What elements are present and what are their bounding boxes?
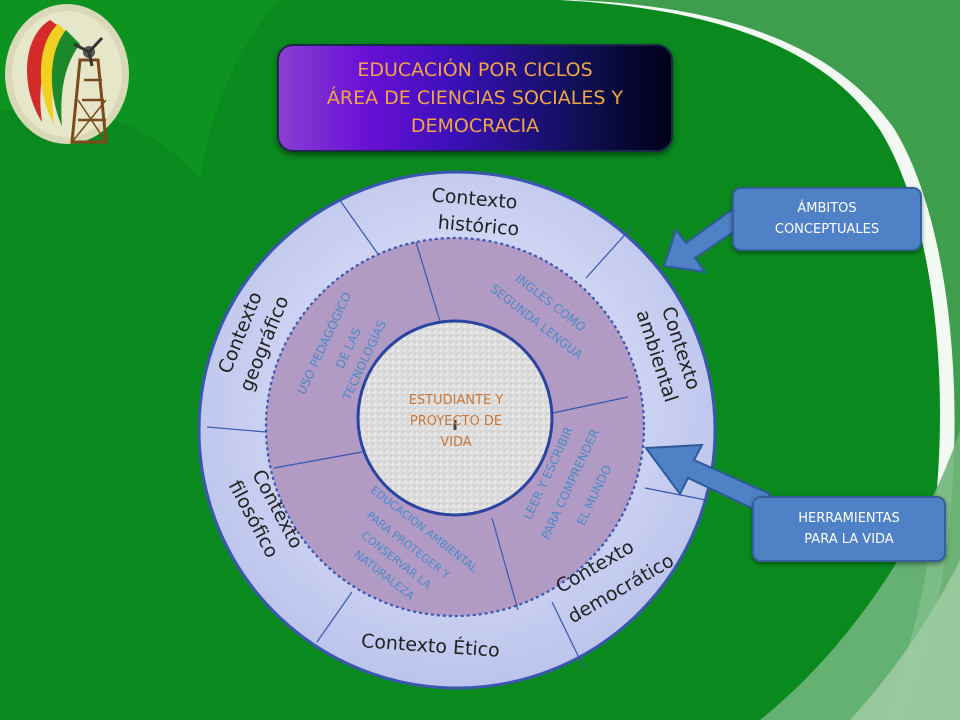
ambitos-line-1: ÁMBITOS bbox=[797, 201, 857, 216]
inner-divider bbox=[273, 451, 363, 469]
center-label: ESTUDIANTE Y PROYECTO DE VIDA bbox=[382, 390, 530, 453]
inner-divider bbox=[491, 517, 519, 611]
block-arrow-icon bbox=[644, 443, 772, 514]
title-line-2: ÁREA DE CIENCIAS SOCIALES Y bbox=[326, 87, 624, 109]
title-box: EDUCACIÓN POR CICLOS ÁREA DE CIENCIAS SO… bbox=[277, 44, 673, 152]
center-label-line: ESTUDIANTE Y bbox=[408, 393, 504, 408]
center-label-line: VIDA bbox=[440, 435, 472, 450]
outer-divider bbox=[316, 591, 353, 643]
outer-divider bbox=[585, 227, 632, 279]
inner-divider bbox=[547, 396, 629, 415]
ambitos-conceptuales-box: ÁMBITOS CONCEPTUALES bbox=[732, 187, 922, 251]
outer-divider bbox=[644, 487, 707, 501]
outer-divider bbox=[206, 426, 267, 433]
title-line-1: EDUCACIÓN POR CICLOS bbox=[357, 59, 593, 81]
bolivia-education-logo-icon bbox=[5, 4, 129, 144]
ambitos-line-2: CONCEPTUALES bbox=[774, 222, 880, 237]
center-label-line: PROYECTO DE bbox=[409, 414, 503, 429]
outer-divider bbox=[338, 198, 386, 265]
herramientas-vida-box: HERRAMIENTAS PARA LA VIDA bbox=[752, 496, 946, 562]
title-line-3: DEMOCRACIA bbox=[410, 115, 540, 137]
herramientas-line-2: PARA LA VIDA bbox=[804, 532, 894, 547]
inner-divider bbox=[415, 241, 443, 329]
herramientas-line-1: HERRAMIENTAS bbox=[798, 511, 900, 526]
outer-divider bbox=[551, 601, 585, 669]
center-circle bbox=[356, 319, 554, 517]
